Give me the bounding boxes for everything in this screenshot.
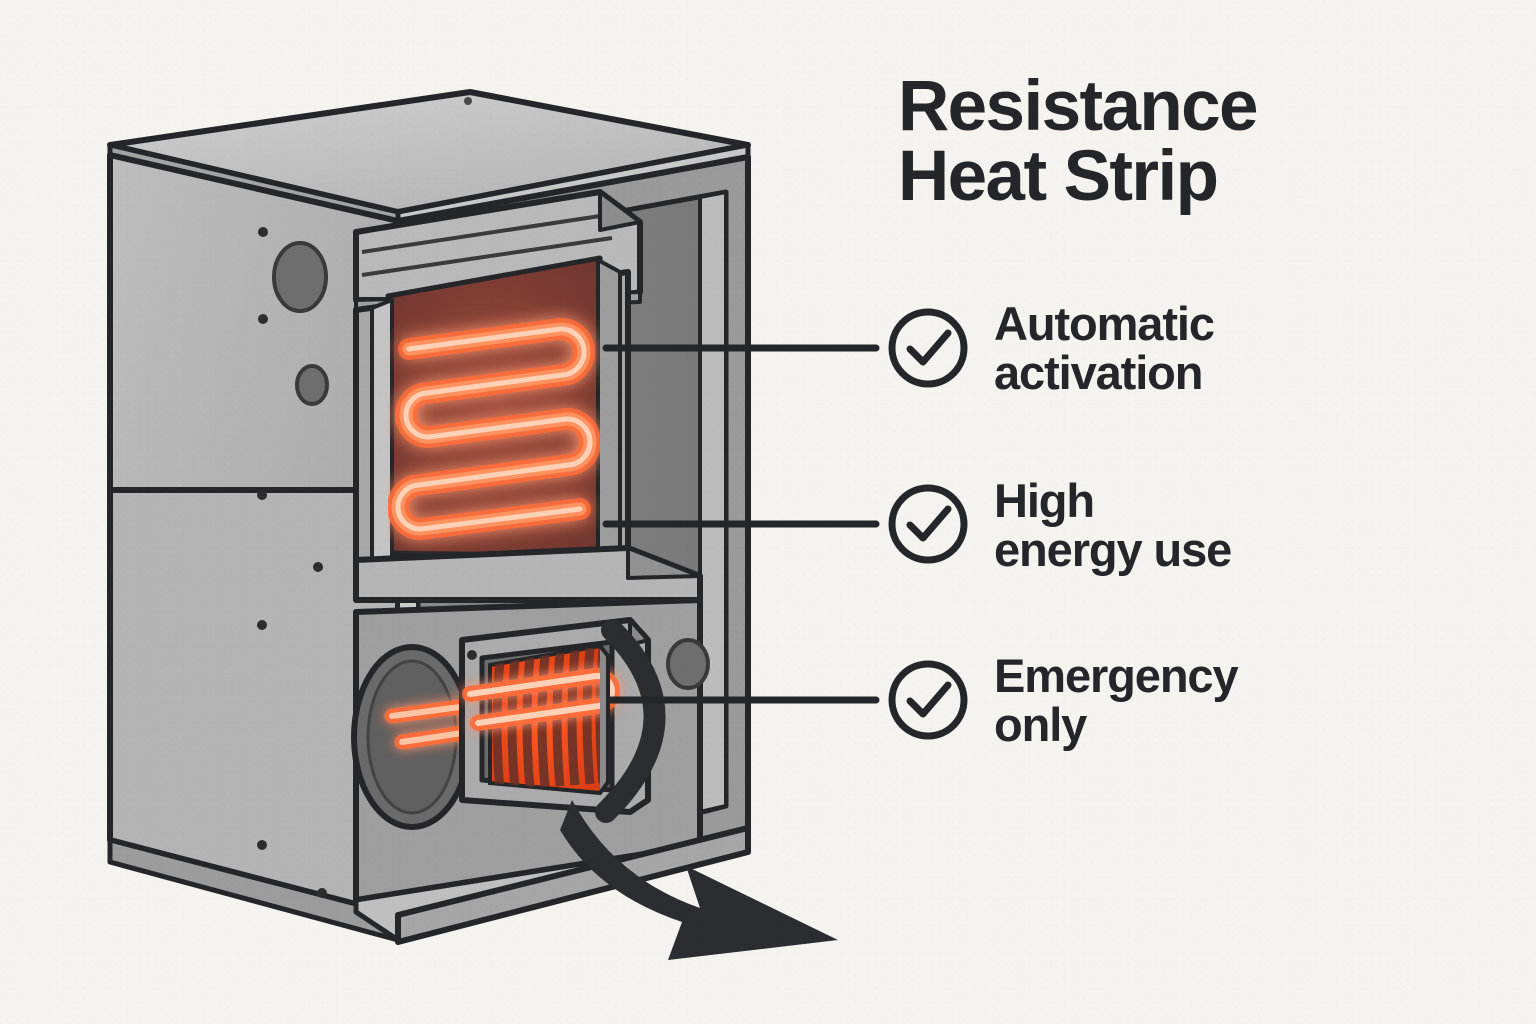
check-circle-icon bbox=[888, 308, 968, 388]
screw-dot bbox=[317, 888, 327, 898]
bullet-1-line-2: activation bbox=[994, 345, 1204, 399]
bullet-item-high-energy-use: High energy use bbox=[994, 474, 1414, 576]
left-side-panel bbox=[107, 152, 401, 943]
check-circle-group bbox=[888, 308, 968, 740]
screw-dot bbox=[258, 314, 268, 324]
access-port-oval bbox=[272, 241, 328, 313]
bullet-3-line-2: only bbox=[994, 697, 1087, 751]
bullet-3-line-1: Emergency bbox=[994, 649, 1239, 702]
screw-dot bbox=[467, 650, 477, 660]
title-line-1: Resistance bbox=[898, 67, 1259, 146]
leader-lines bbox=[602, 344, 880, 704]
screw-dot bbox=[313, 562, 323, 572]
bullet-item-emergency-only: Emergency only bbox=[994, 649, 1414, 751]
page-title: Resistance Heat Strip bbox=[898, 71, 1368, 216]
title-line-2: Heat Strip bbox=[898, 136, 1219, 216]
access-port-oval bbox=[295, 364, 329, 406]
check-circle-icon bbox=[888, 484, 968, 564]
bullet-2-line-1: High bbox=[994, 474, 1095, 527]
furnace-cabinet bbox=[107, 89, 751, 945]
bottom-rail bbox=[395, 825, 751, 945]
screw-dot bbox=[258, 227, 268, 237]
serpentine-heating-coil bbox=[388, 318, 600, 540]
check-circle-icon bbox=[888, 660, 968, 740]
screw-dot bbox=[257, 840, 267, 850]
screw-dot bbox=[257, 620, 267, 630]
bullet-1-line-1: Automatic bbox=[994, 297, 1215, 350]
airflow-arrow bbox=[560, 800, 838, 960]
screw-dot bbox=[257, 490, 267, 500]
heating-chamber bbox=[353, 255, 703, 603]
screw-dot bbox=[464, 97, 472, 105]
duct-band bbox=[595, 619, 666, 823]
access-port-oval bbox=[666, 638, 710, 690]
blower-drum bbox=[462, 643, 621, 796]
bullet-item-automatic-activation: Automatic activation bbox=[994, 297, 1414, 399]
bullet-2-line-2: energy use bbox=[994, 522, 1232, 576]
